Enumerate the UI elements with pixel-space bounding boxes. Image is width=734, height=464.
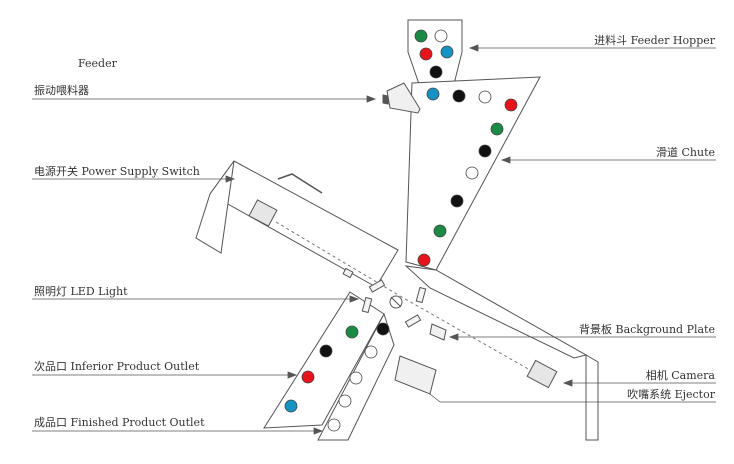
sight-lines	[275, 221, 531, 371]
label-led-light: 照明灯 LED Light	[34, 285, 128, 298]
granule-red	[419, 47, 433, 61]
lower-camera	[526, 359, 558, 389]
inferior-outlet-granules	[284, 325, 359, 413]
label-ejector: 吹嘴系统 Ejector	[627, 388, 716, 401]
label-background-plate: 背景板 Background Plate	[579, 322, 715, 336]
vibratory-feeder	[386, 82, 421, 114]
label-feeder: Feeder	[78, 57, 118, 70]
background-plate	[429, 323, 447, 341]
callout-lines	[32, 44, 716, 435]
lower-right-arm	[404, 265, 588, 359]
granule-blue	[440, 45, 454, 59]
chute-granules	[417, 87, 518, 267]
label-chute: 滑道 Chute	[656, 145, 715, 159]
ejector-block	[394, 355, 437, 395]
granule-black	[429, 65, 443, 79]
label-camera: 相机 Camera	[646, 368, 716, 382]
side-panel	[195, 160, 235, 254]
label-power-switch: 电源开关 Power Supply Switch	[34, 164, 200, 178]
finished-outlet-granules	[327, 322, 390, 432]
led-light-cluster	[342, 267, 427, 328]
label-inferior-outlet: 次品口 Inferior Product Outlet	[34, 359, 200, 373]
upper-camera	[248, 199, 278, 227]
hopper-granules	[414, 29, 454, 79]
camera-enclosure	[585, 354, 599, 441]
granule-empty	[434, 29, 448, 43]
label-vibratory-feeder: 振动喂料器	[34, 83, 89, 97]
diagram-labels: Feeder 振动喂料器 电源开关 Power Supply Switch 照明…	[34, 33, 716, 429]
label-feeder-hopper: 进料斗 Feeder Hopper	[594, 33, 716, 47]
granule-green	[414, 29, 428, 43]
label-finished-outlet: 成品口 Finished Product Outlet	[34, 416, 205, 429]
upper-body	[209, 160, 399, 288]
